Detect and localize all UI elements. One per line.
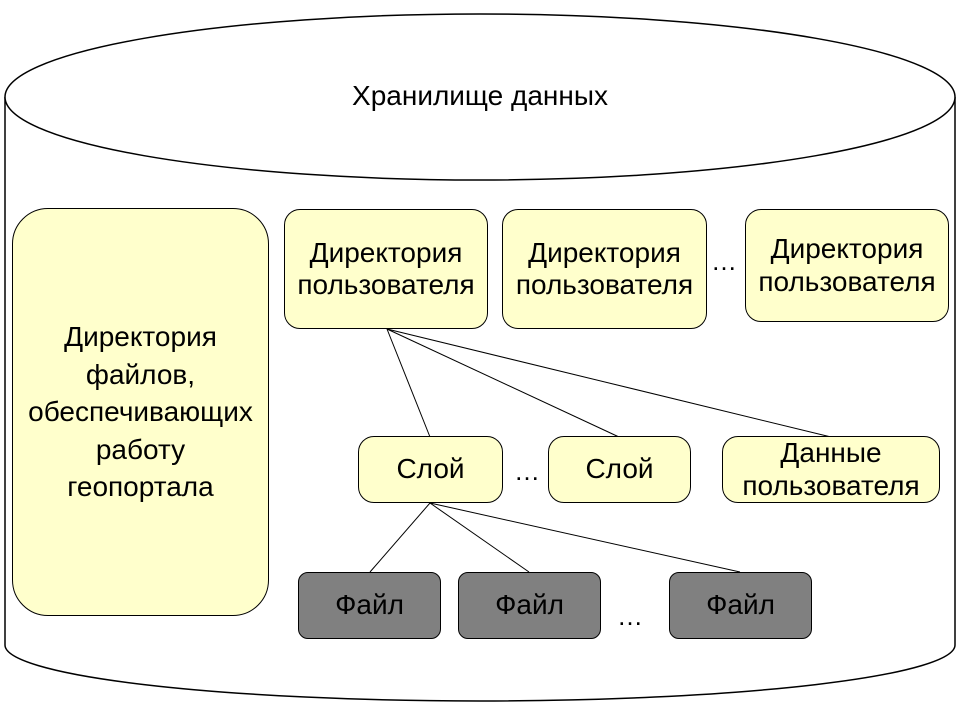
geoportal-files-directory[interactable]: Директория файлов, обеспечивающих работу… bbox=[12, 208, 269, 616]
connector-layer-to-file-2 bbox=[429, 502, 530, 573]
layer-1[interactable]: Слой bbox=[358, 436, 503, 503]
file-1[interactable]: Файл bbox=[298, 572, 441, 639]
user-directory-1-label: Директория пользователя bbox=[297, 236, 475, 300]
ellipsis-user-directories: … bbox=[711, 246, 737, 276]
file-3-label: Файл bbox=[706, 589, 775, 621]
user-directory-2[interactable]: Директория пользователя bbox=[502, 209, 707, 329]
layer-2-label: Слой bbox=[585, 453, 654, 485]
file-1-label: Файл bbox=[335, 589, 404, 621]
user-data-label: Данные пользователя bbox=[742, 437, 920, 501]
connector-layer-to-file-3 bbox=[429, 502, 741, 573]
storage-title: Хранилище данных bbox=[352, 80, 608, 111]
layer-1-label: Слой bbox=[396, 453, 465, 485]
storage-cylinder-top bbox=[4, 13, 956, 181]
user-directory-3-label: Директория пользователя bbox=[758, 233, 936, 297]
user-directory-1[interactable]: Директория пользователя bbox=[284, 209, 488, 329]
user-directory-3[interactable]: Директория пользователя bbox=[745, 209, 949, 322]
user-data[interactable]: Данные пользователя bbox=[722, 436, 940, 503]
connector-dir-to-layer-1 bbox=[386, 328, 431, 438]
connector-layer-to-file-1 bbox=[369, 502, 431, 573]
geoportal-files-directory-label: Директория файлов, обеспечивающих работу… bbox=[28, 321, 253, 503]
file-2-label: Файл bbox=[495, 589, 564, 621]
user-directory-2-label: Директория пользователя bbox=[515, 236, 694, 300]
file-2[interactable]: Файл bbox=[458, 572, 601, 639]
ellipsis-layers: … bbox=[514, 456, 540, 486]
connector-dir-to-layer-2 bbox=[386, 328, 620, 438]
file-3[interactable]: Файл bbox=[669, 572, 812, 639]
layer-2[interactable]: Слой bbox=[548, 436, 691, 503]
connector-dir-to-user-data bbox=[386, 328, 832, 438]
ellipsis-files: … bbox=[617, 601, 643, 631]
